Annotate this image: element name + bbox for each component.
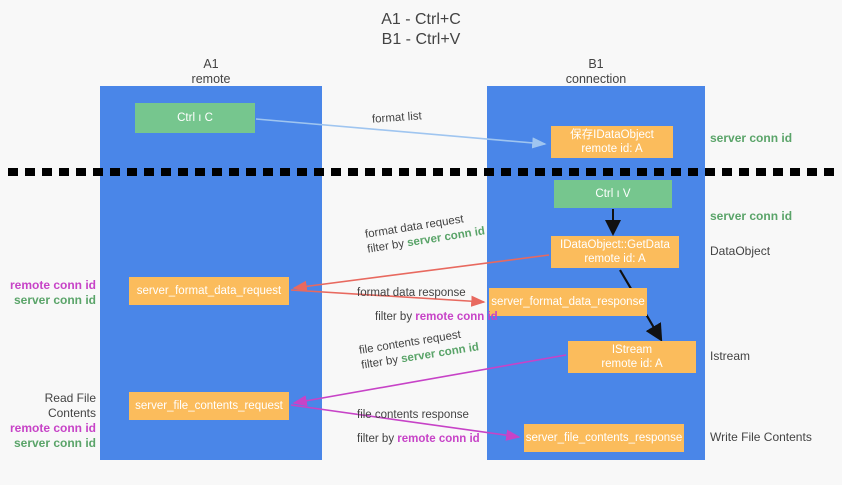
node-getdata-line2: remote id: A xyxy=(584,253,646,265)
column-b1-name: B1 xyxy=(588,57,604,71)
note-read-file-contents: Read File Contents xyxy=(44,391,96,420)
note-conn-ids-format: remote conn id server conn id xyxy=(8,278,96,308)
column-a1-role: remote xyxy=(191,72,231,86)
node-file-resp-label: server_file_contents_response xyxy=(525,432,683,444)
node-istream[interactable]: IStream remote id: A xyxy=(568,341,696,373)
node-ctrl-v-label: Ctrl ı V xyxy=(595,188,631,200)
node-server-format-data-request[interactable]: server_format_data_request xyxy=(129,277,289,305)
edge-label-fmt-resp-line1: format data response xyxy=(357,287,466,299)
edge-label-file-resp-line2: filter by remote conn id xyxy=(357,432,480,447)
edge-label-format-data-response: format data response filter by remote co… xyxy=(357,286,498,325)
column-header-a1: A1 remote xyxy=(100,57,322,87)
edge-label-fmt-resp-line2: filter by remote conn id xyxy=(375,310,498,325)
remote-conn-id-chip-1: remote conn id xyxy=(415,311,498,323)
edge-label-format-list: format list xyxy=(371,110,423,126)
note-conn-ids-file: Read File Contents remote conn id server… xyxy=(8,391,96,451)
edge-label-file-contents-response: file contents response filter by remote … xyxy=(357,408,480,447)
edge-label-format-data-request: format data request filter by server con… xyxy=(364,209,486,257)
node-getdata-line1: IDataObject::GetData xyxy=(560,239,670,251)
node-file-req-label: server_file_contents_request xyxy=(135,400,283,412)
column-header-b1: B1 connection xyxy=(487,57,705,87)
node-save-idataobject[interactable]: 保存IDataObject remote id: A xyxy=(551,126,673,158)
node-ctrl-v[interactable]: Ctrl ı V xyxy=(554,180,672,208)
note-istream: Istream xyxy=(710,349,751,363)
node-idataobject-getdata[interactable]: IDataObject::GetData remote id: A xyxy=(551,236,679,268)
edge-label-file-resp-line1: file contents response xyxy=(357,409,469,421)
phase-divider xyxy=(8,168,834,176)
node-ctrl-c-label: Ctrl ı C xyxy=(177,112,213,124)
node-server-file-contents-response[interactable]: server_file_contents_response xyxy=(524,424,684,452)
node-save-idataobject-line1: 保存IDataObject xyxy=(570,129,654,141)
note-server-conn-id-2: server conn id xyxy=(13,436,96,450)
node-server-file-contents-request[interactable]: server_file_contents_request xyxy=(129,392,289,420)
filter-by-text-2: filter by xyxy=(375,311,413,323)
note-server-conn-id-1: server conn id xyxy=(13,293,96,307)
node-fmt-resp-label: server_format_data_response xyxy=(491,296,645,308)
node-istream-line1: IStream xyxy=(611,344,653,356)
note-write-file-contents: Write File Contents xyxy=(710,430,812,444)
filter-by-text-4: filter by xyxy=(357,433,395,445)
edge-label-file-contents-request: file contents request filter by server c… xyxy=(358,325,480,373)
remote-conn-id-chip-2: remote conn id xyxy=(397,433,480,445)
column-a1-name: A1 xyxy=(203,57,219,71)
title-line-1: A1 - Ctrl+C xyxy=(381,11,461,28)
node-fmt-req-label: server_format_data_request xyxy=(136,285,282,297)
note-remote-conn-id-2: remote conn id xyxy=(9,421,96,435)
note-dataobject: DataObject xyxy=(710,244,771,258)
node-istream-line2: remote id: A xyxy=(601,358,663,370)
node-server-format-data-response[interactable]: server_format_data_response xyxy=(489,288,647,316)
node-save-idataobject-line2: remote id: A xyxy=(581,143,643,155)
note-server-conn-id-top: server conn id xyxy=(710,131,793,145)
note-server-conn-id-mid: server conn id xyxy=(710,209,793,223)
column-b1-role: connection xyxy=(565,72,627,86)
note-remote-conn-id-1: remote conn id xyxy=(9,278,96,292)
title-line-2: B1 - Ctrl+V xyxy=(381,31,461,48)
page-title: A1 - Ctrl+C B1 - Ctrl+V xyxy=(0,10,842,50)
node-ctrl-c[interactable]: Ctrl ı C xyxy=(135,103,255,133)
